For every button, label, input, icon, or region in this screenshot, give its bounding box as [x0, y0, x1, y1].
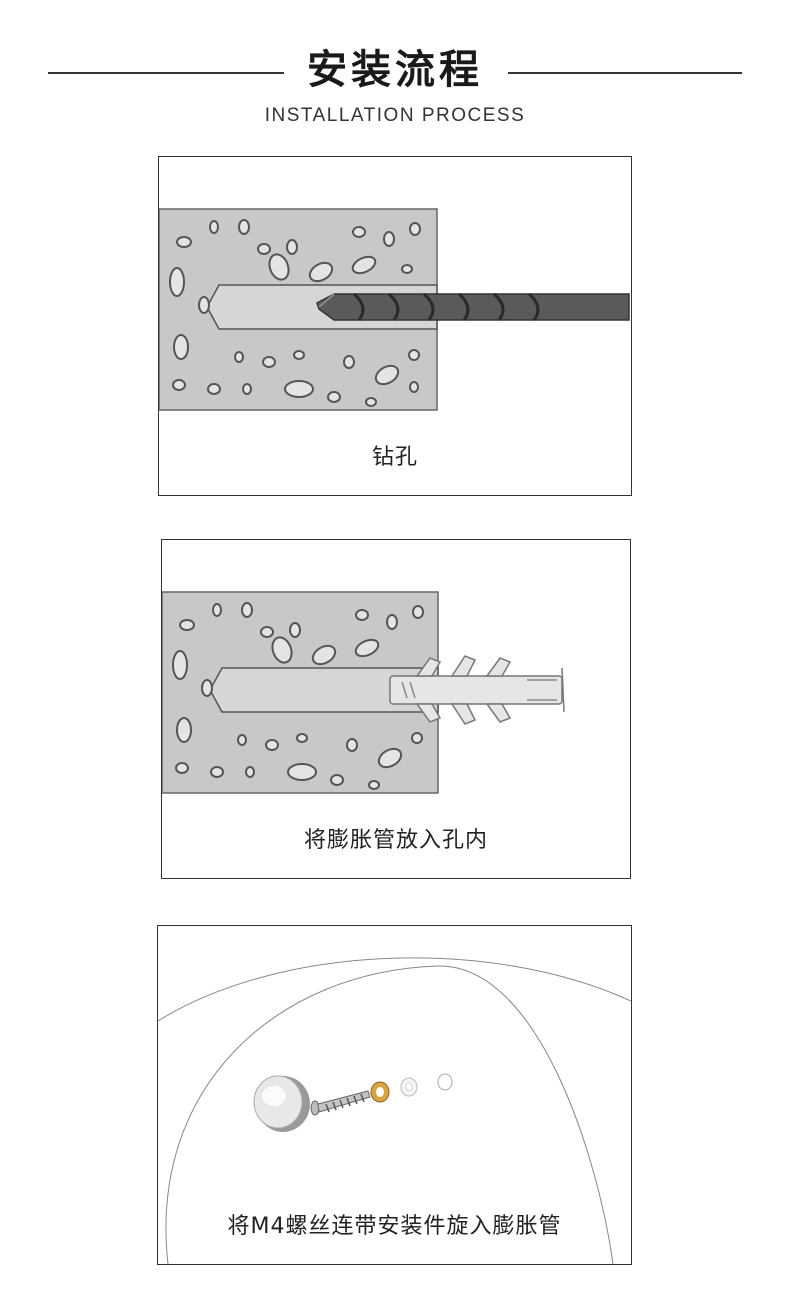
screw-icon — [310, 1090, 371, 1116]
drill-illustration — [159, 208, 630, 411]
screw-illustration — [158, 957, 631, 1264]
step-anchor-panel: 将膨胀管放入孔内 — [161, 539, 631, 879]
decor-arc-circle — [165, 965, 614, 1264]
header-rule-left — [48, 72, 284, 74]
anchor-illustration — [162, 591, 565, 794]
washer-icon — [370, 1073, 453, 1103]
page-subtitle: INSTALLATION PROCESS — [264, 105, 526, 126]
step-drill-caption: 钻孔 — [371, 445, 418, 470]
cap-icon — [253, 1075, 310, 1132]
page-title: 安装流程 — [307, 47, 483, 93]
step-drill-panel: 钻孔 — [158, 156, 632, 496]
step-anchor-caption: 将膨胀管放入孔内 — [303, 828, 488, 853]
section-header: 安装流程 INSTALLATION PROCESS — [0, 0, 790, 140]
decor-arc-top — [158, 957, 631, 1022]
step-screw-caption: 将M4螺丝连带安装件旋入膨胀管 — [227, 1214, 562, 1239]
header-rule-right — [508, 72, 742, 74]
drill-bit-icon — [316, 292, 630, 321]
step-screw-panel: 将M4螺丝连带安装件旋入膨胀管 — [157, 925, 632, 1265]
wall-anchor-icon — [389, 655, 565, 725]
